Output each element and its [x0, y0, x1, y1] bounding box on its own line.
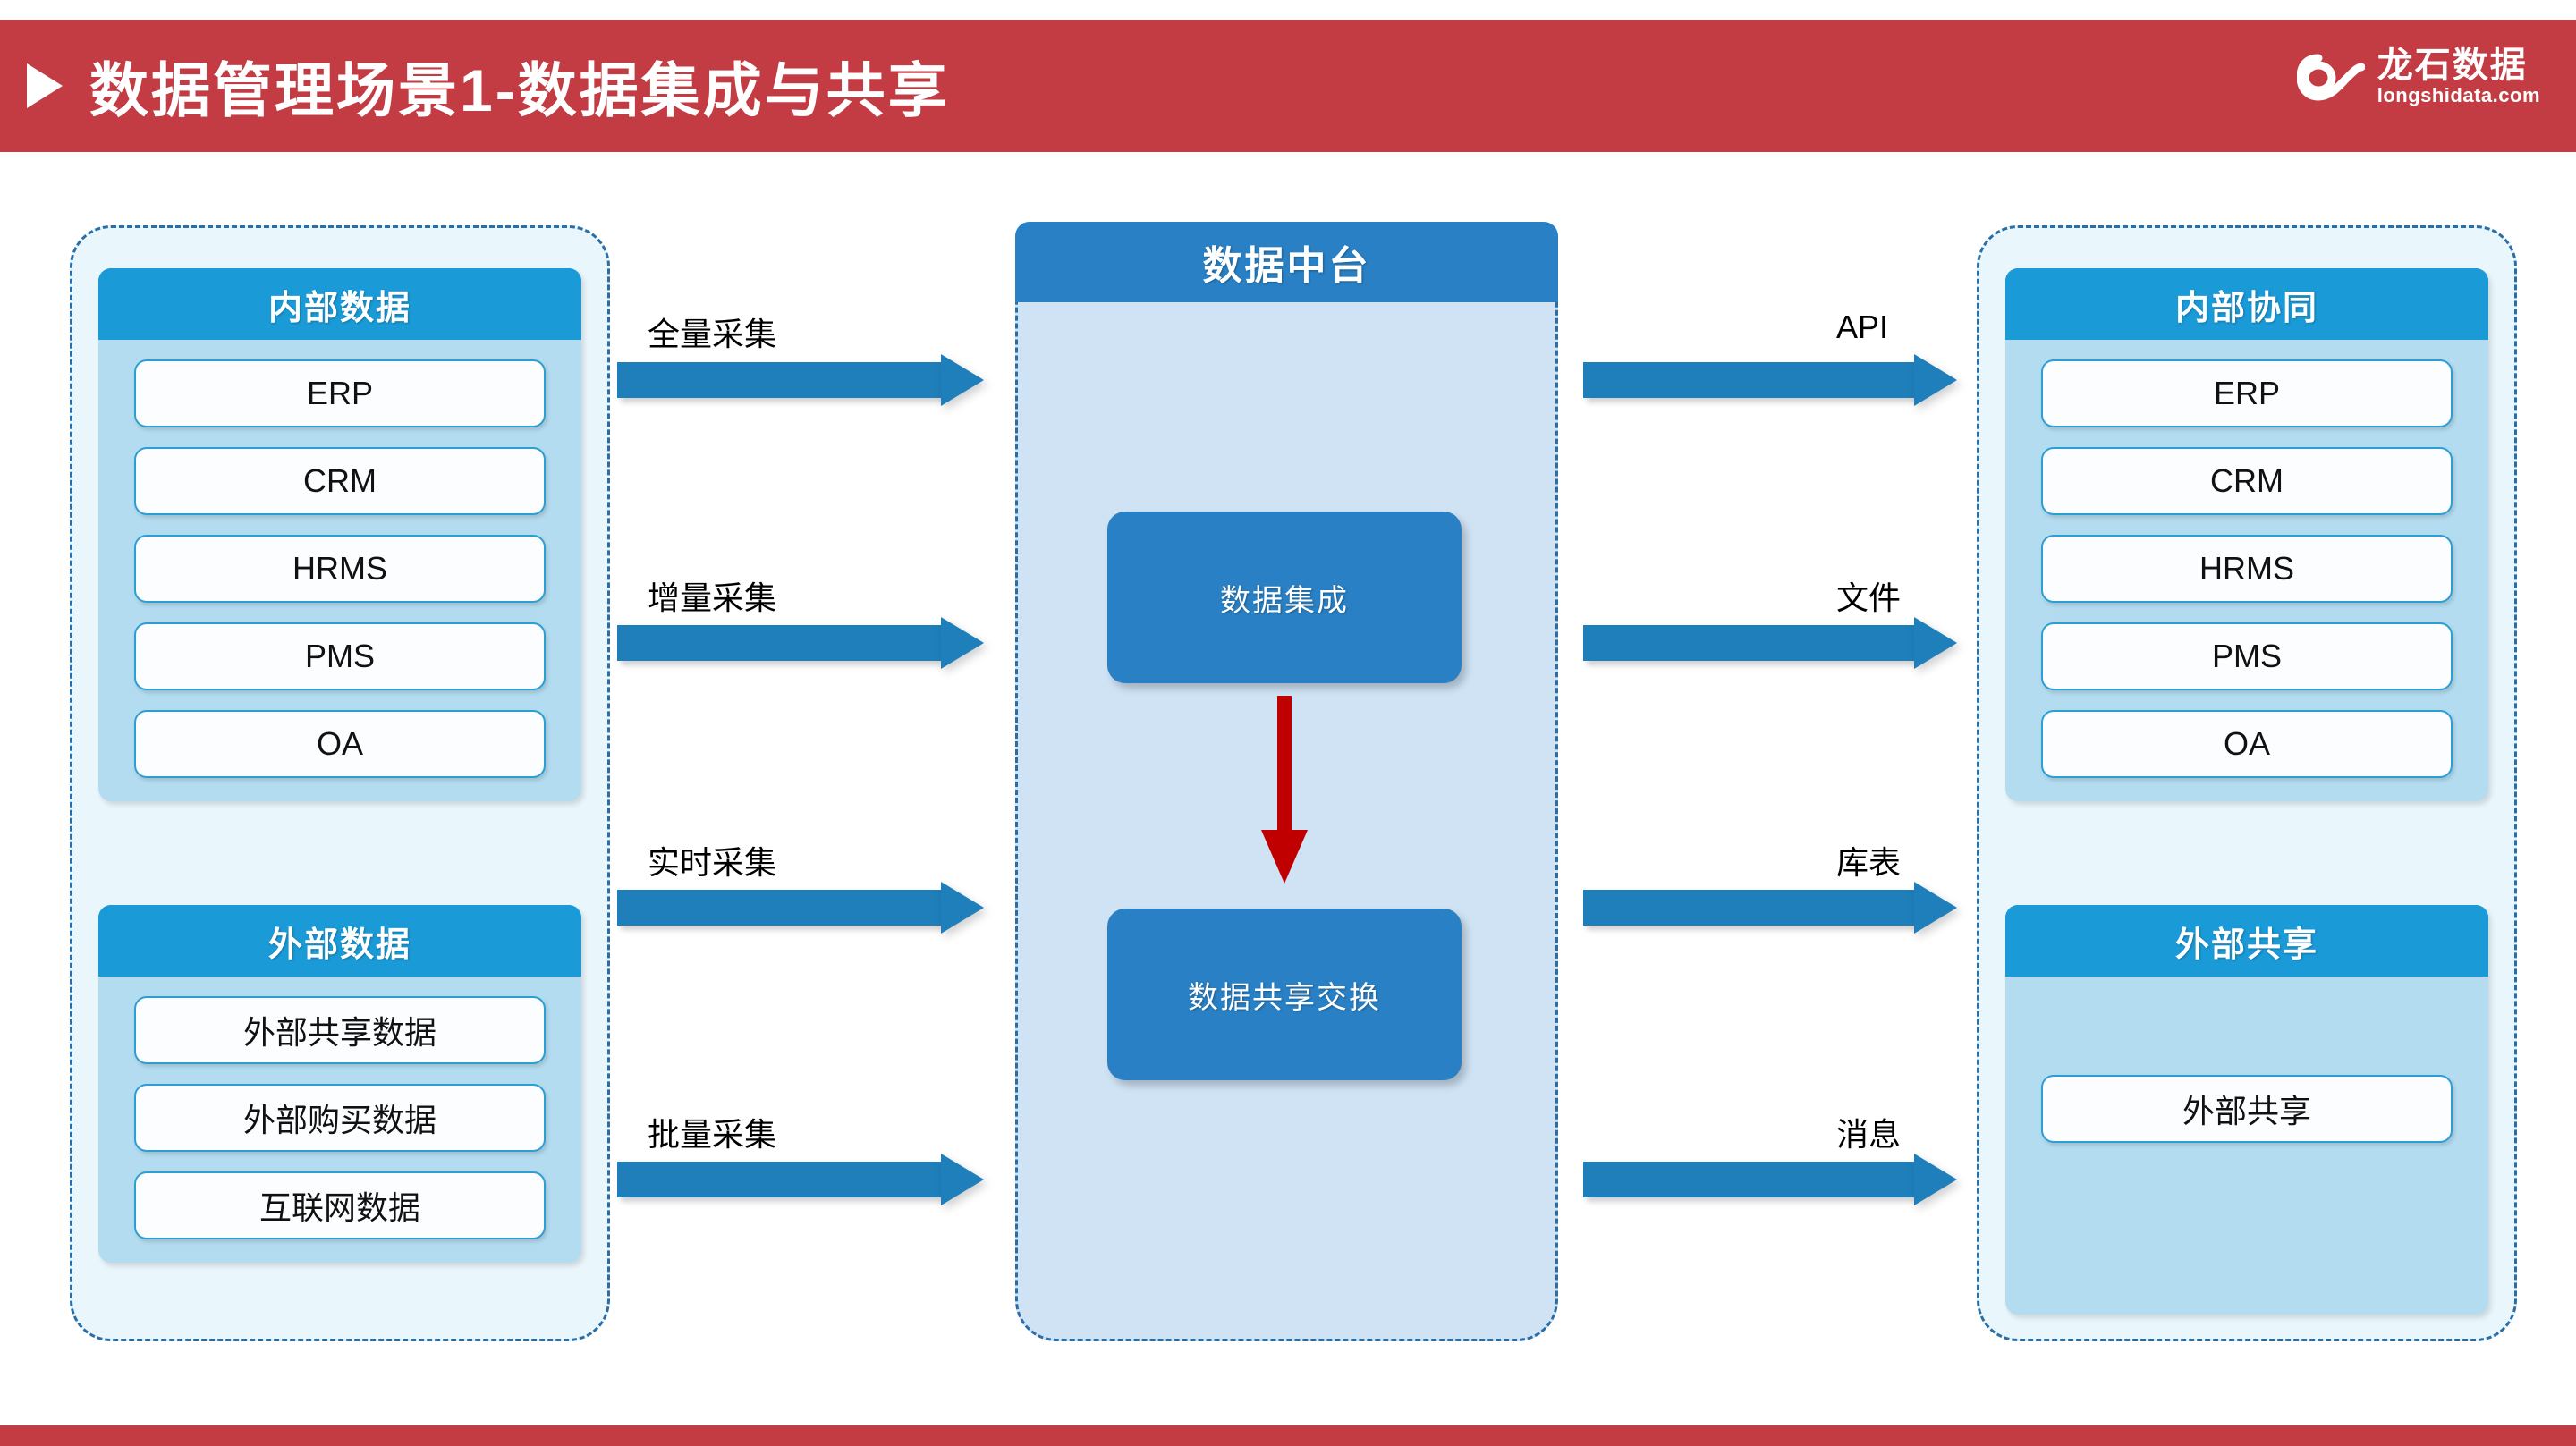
list-item[interactable]: HRMS: [2041, 535, 2453, 603]
arrow-label-table: 库表: [1836, 844, 1902, 881]
arrow-label-batch-collection: 批量采集: [648, 1116, 777, 1153]
right-arrow-icon-api: [1583, 354, 1959, 406]
list-item[interactable]: 外部共享数据: [134, 996, 546, 1064]
page-title: 数据管理场景1-数据集成与共享: [89, 57, 950, 123]
play-triangle-icon: [27, 63, 63, 108]
arrow-head: [1914, 1154, 1957, 1205]
list-item[interactable]: ERP: [2041, 359, 2453, 427]
card-internal-data: 内部数据 ERP CRM HRMS PMS OA: [98, 268, 581, 801]
arrow-head: [1914, 617, 1957, 669]
card-item-list: ERP CRM HRMS PMS OA: [2005, 340, 2488, 801]
card-title: 外部数据: [98, 905, 581, 977]
card-title: 外部共享: [2005, 905, 2488, 977]
arrow-shaft: [617, 362, 943, 398]
slide-footer-bar: [0, 1425, 2576, 1446]
right-arrow-icon-table: [1583, 882, 1959, 934]
arrow-shaft: [617, 890, 943, 926]
arrow-shaft: [617, 1162, 943, 1197]
arrow-label-incremental-collection: 增量采集: [648, 579, 777, 616]
card-item-list: 外部共享: [2005, 977, 2488, 1166]
down-arrow-icon: [1261, 696, 1308, 884]
arrow-head: [941, 354, 984, 406]
arrow-label-realtime-collection: 实时采集: [648, 844, 777, 881]
process-box-data-exchange[interactable]: 数据共享交换: [1107, 909, 1462, 1080]
list-item[interactable]: PMS: [134, 622, 546, 690]
logo-name-cn: 龙石数据: [2377, 46, 2528, 85]
card-item-list: ERP CRM HRMS PMS OA: [98, 340, 581, 801]
right-arrow-icon-file: [1583, 617, 1959, 669]
arrow-shaft: [1583, 625, 1916, 661]
list-item[interactable]: CRM: [134, 447, 546, 515]
right-arrow-icon-full-collection: [617, 354, 986, 406]
process-box-data-integration[interactable]: 数据集成: [1107, 512, 1462, 683]
card-external-share: 外部共享 外部共享: [2005, 905, 2488, 1315]
arrow-label-message: 消息: [1836, 1116, 1902, 1153]
data-hub-title: 数据中台: [1015, 222, 1558, 302]
list-item[interactable]: PMS: [2041, 622, 2453, 690]
right-arrow-icon-message: [1583, 1154, 1959, 1205]
logo-name-en: longshidata.com: [2377, 84, 2540, 106]
right-arrow-icon-realtime-collection: [617, 882, 986, 934]
arrow-shaft: [1583, 362, 1916, 398]
list-item[interactable]: OA: [134, 710, 546, 778]
arrow-head: [941, 882, 984, 934]
arrow-shaft: [1583, 890, 1916, 926]
card-title: 内部协同: [2005, 268, 2488, 340]
list-item[interactable]: OA: [2041, 710, 2453, 778]
card-item-list: 外部共享数据 外部购买数据 互联网数据: [98, 977, 581, 1263]
list-item[interactable]: 互联网数据: [134, 1171, 546, 1239]
longshi-infinity-logo-icon: [2296, 54, 2365, 101]
right-arrow-icon-incremental-collection: [617, 617, 986, 669]
list-item[interactable]: 外部购买数据: [134, 1084, 546, 1152]
arrow-label-api: API: [1836, 309, 1889, 345]
brand-logo: 龙石数据 longshidata.com: [2296, 46, 2540, 107]
card-external-data: 外部数据 外部共享数据 外部购买数据 互联网数据: [98, 905, 581, 1263]
arrow-shaft: [617, 625, 943, 661]
slide-header: 数据管理场景1-数据集成与共享 龙石数据 longshidata.com: [0, 20, 2576, 152]
arrow-label-full-collection: 全量采集: [648, 316, 777, 352]
arrow-head: [941, 617, 984, 669]
list-item[interactable]: CRM: [2041, 447, 2453, 515]
card-internal-collaboration: 内部协同 ERP CRM HRMS PMS OA: [2005, 268, 2488, 801]
list-item[interactable]: 外部共享: [2041, 1075, 2453, 1143]
arrow-shaft: [1583, 1162, 1916, 1197]
list-item[interactable]: ERP: [134, 359, 546, 427]
arrow-head: [1914, 354, 1957, 406]
card-title: 内部数据: [98, 268, 581, 340]
arrow-head: [1914, 882, 1957, 934]
arrow-label-file: 文件: [1836, 579, 1902, 616]
arrow-head: [941, 1154, 984, 1205]
list-item[interactable]: HRMS: [134, 535, 546, 603]
right-arrow-icon-batch-collection: [617, 1154, 986, 1205]
